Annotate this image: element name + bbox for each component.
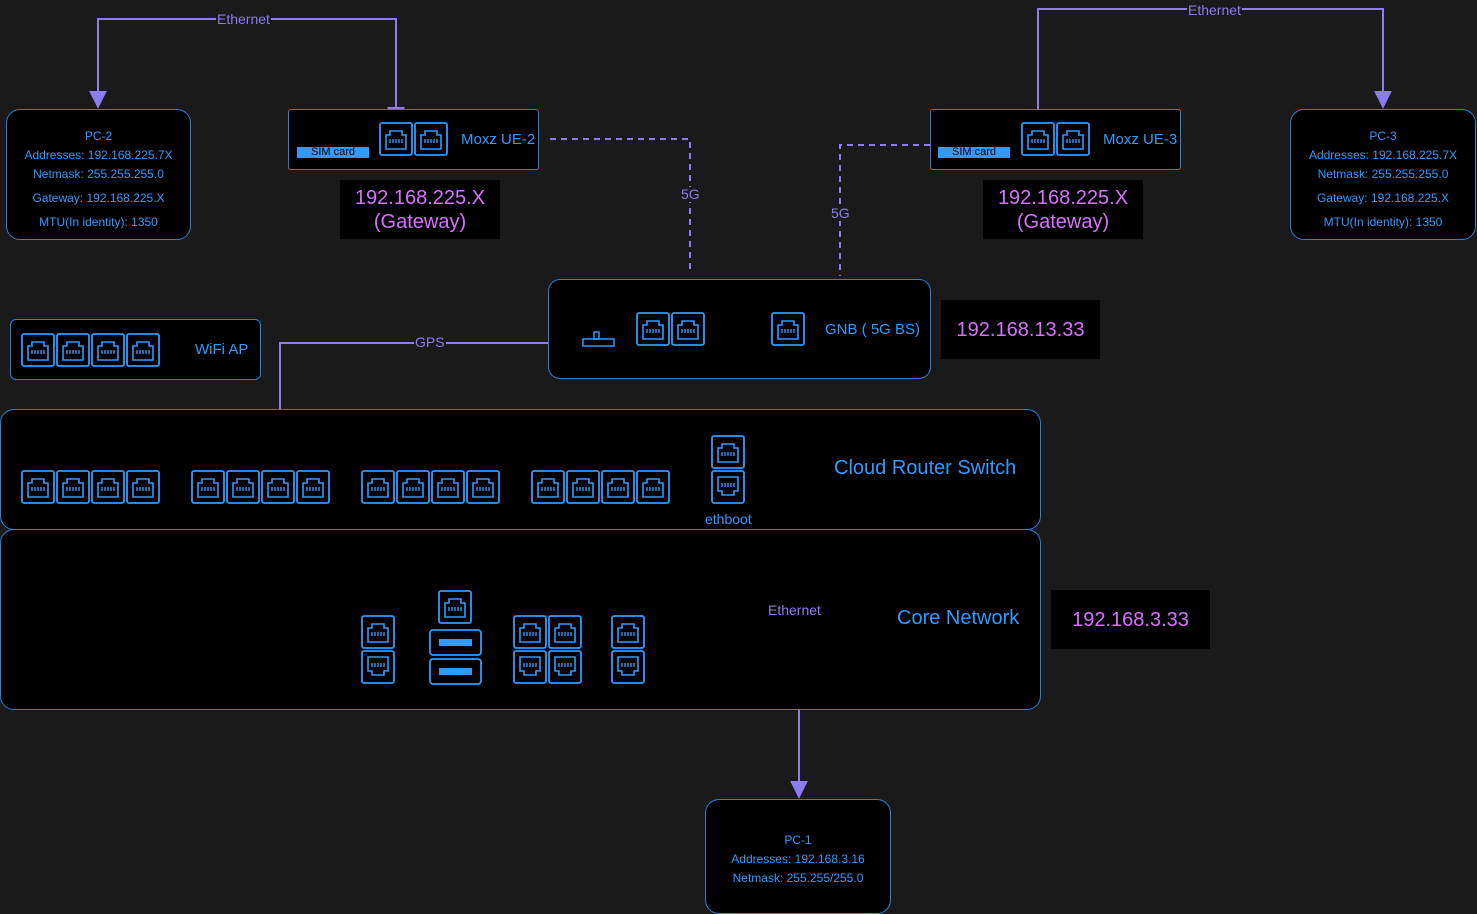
ue-2-ip-box: 192.168.225.X (Gateway)	[340, 180, 500, 239]
pc-1-netmask: Netmask: 255.255/255.0	[732, 871, 864, 885]
ethernet-port-icon	[531, 470, 565, 504]
pc-3-gateway: Gateway: 192.168.225.X	[1316, 191, 1450, 205]
ethernet-port-icon	[513, 650, 547, 684]
ethernet-port-icon	[611, 615, 645, 649]
pc-2-mtu: MTU(In identity): 1350	[39, 215, 158, 229]
core-network-label: Core Network	[897, 607, 1020, 629]
ethernet-port-icon	[361, 650, 395, 684]
ethernet-port-icon	[566, 470, 600, 504]
ue-3-role: (Gateway)	[1016, 210, 1110, 233]
link-label-ethernet-pc1: Ethernet	[767, 602, 822, 618]
ethernet-port-icon	[548, 650, 582, 684]
ethernet-port-icon	[361, 615, 395, 649]
link-label-5g-ue3: 5G	[830, 205, 851, 221]
pc-3-mtu: MTU(In identity): 1350	[1323, 215, 1443, 229]
ethernet-port-icon	[1056, 122, 1090, 156]
wifi-ap-label: WiFi AP	[195, 341, 249, 358]
core-ip-box: 192.168.3.33	[1051, 590, 1210, 649]
ethernet-port-icon	[431, 470, 465, 504]
ethernet-port-icon	[126, 470, 160, 504]
gps-antenna-icon	[582, 331, 615, 347]
core-network[interactable]	[0, 529, 1041, 710]
ethernet-port-icon	[438, 590, 472, 624]
wire-5g-ue3	[839, 144, 930, 276]
ue-3-ip-box: 192.168.225.X (Gateway)	[983, 180, 1143, 239]
gnb-label: GNB ( 5G BS)	[825, 321, 921, 338]
ethernet-port-icon	[548, 615, 582, 649]
gnb-5g-base-station[interactable]	[548, 279, 931, 379]
ue-2-ip: 192.168.225.X	[354, 186, 486, 209]
ethernet-port-icon	[636, 470, 670, 504]
ethernet-port-icon	[771, 312, 805, 346]
link-label-gps: GPS	[414, 334, 446, 350]
wifi-ap-device[interactable]	[10, 319, 261, 380]
crs-label: Cloud Router Switch	[834, 457, 1017, 479]
usb-port-icon	[429, 658, 482, 685]
ethernet-port-icon	[601, 470, 635, 504]
ethernet-port-icon	[56, 470, 90, 504]
wire-5g-ue2	[550, 138, 691, 270]
pc-2-addresses: Addresses: 192.168.225.7X	[24, 148, 173, 162]
ue-3-ip: 192.168.225.X	[997, 186, 1129, 209]
ethernet-port-icon	[414, 122, 448, 156]
ethernet-port-icon	[466, 470, 500, 504]
pc-2-name: PC-2	[84, 129, 113, 143]
usb-port-icon	[429, 629, 482, 656]
ethernet-port-icon	[91, 333, 125, 367]
pc-2-gateway: Gateway: 192.168.225.X	[32, 191, 165, 205]
ethernet-port-icon	[126, 333, 160, 367]
ethernet-port-icon	[21, 470, 55, 504]
pc-1-node[interactable]: PC-1 Addresses: 192.168.3.16 Netmask: 25…	[705, 799, 891, 914]
core-ip: 192.168.3.33	[1072, 608, 1189, 631]
ethernet-port-icon	[671, 312, 705, 346]
ethboot-label: ethboot	[705, 511, 752, 527]
ue-2-label: Moxz UE-2	[461, 131, 536, 148]
ethernet-port-icon	[513, 615, 547, 649]
gnb-ip-box: 192.168.13.33	[941, 300, 1100, 359]
pc-3-addresses: Addresses: 192.168.225.7X	[1308, 148, 1458, 162]
moxz-ue-2-device[interactable]	[288, 109, 539, 170]
ethernet-port-icon	[191, 470, 225, 504]
ue-2-sim-card: SIM card	[297, 147, 369, 158]
ethernet-port-icon	[396, 470, 430, 504]
ethernet-port-icon	[91, 470, 125, 504]
link-label-ethernet-pc2: Ethernet	[216, 11, 271, 27]
ethernet-port-icon	[1021, 122, 1055, 156]
pc-1-addresses: Addresses: 192.168.3.16	[731, 852, 865, 866]
wire-ue3-pc3	[1037, 8, 1392, 110]
pc-2-node[interactable]: PC-2 Addresses: 192.168.225.7X Netmask: …	[6, 109, 191, 240]
ethernet-port-icon	[711, 435, 745, 469]
pc-3-netmask: Netmask: 255.255.255.0	[1317, 167, 1449, 181]
ethernet-port-icon	[361, 470, 395, 504]
ue-2-role: (Gateway)	[373, 210, 467, 233]
ethernet-port-icon	[296, 470, 330, 504]
ethernet-port-icon	[56, 333, 90, 367]
link-label-ethernet-pc3: Ethernet	[1187, 2, 1242, 18]
ethernet-port-icon	[261, 470, 295, 504]
wire-pc2-ue2	[89, 18, 405, 125]
pc-1-name: PC-1	[784, 833, 812, 847]
ethernet-port-icon	[636, 312, 670, 346]
ue-3-sim-card: SIM card	[938, 147, 1010, 158]
ethernet-port-icon	[379, 122, 413, 156]
ethernet-port-icon	[611, 650, 645, 684]
moxz-ue-3-device[interactable]	[930, 109, 1181, 170]
ethernet-port-icon	[226, 470, 260, 504]
link-label-5g-ue2: 5G	[680, 186, 701, 202]
gnb-ip: 192.168.13.33	[956, 318, 1085, 341]
ethernet-port-icon	[21, 333, 55, 367]
ethernet-port-icon	[711, 470, 745, 504]
ue-3-label: Moxz UE-3	[1103, 131, 1178, 148]
pc-2-netmask: Netmask: 255.255.255.0	[33, 167, 164, 181]
pc-3-node[interactable]: PC-3 Addresses: 192.168.225.7X Netmask: …	[1290, 109, 1476, 240]
pc-3-name: PC-3	[1369, 129, 1397, 143]
